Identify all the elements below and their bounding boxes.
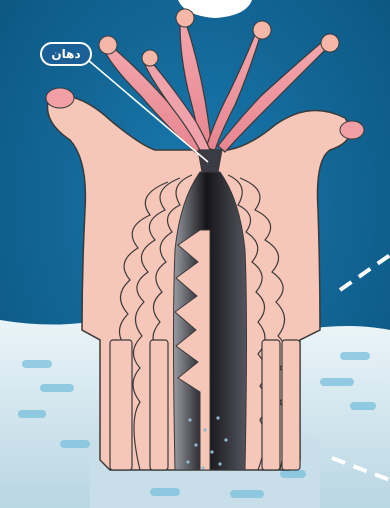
tentacle-tip-right: [340, 121, 364, 139]
mouth-label: دهان: [40, 42, 92, 66]
tentacle-tip-left: [46, 88, 74, 108]
mouth-icon: [198, 150, 222, 172]
